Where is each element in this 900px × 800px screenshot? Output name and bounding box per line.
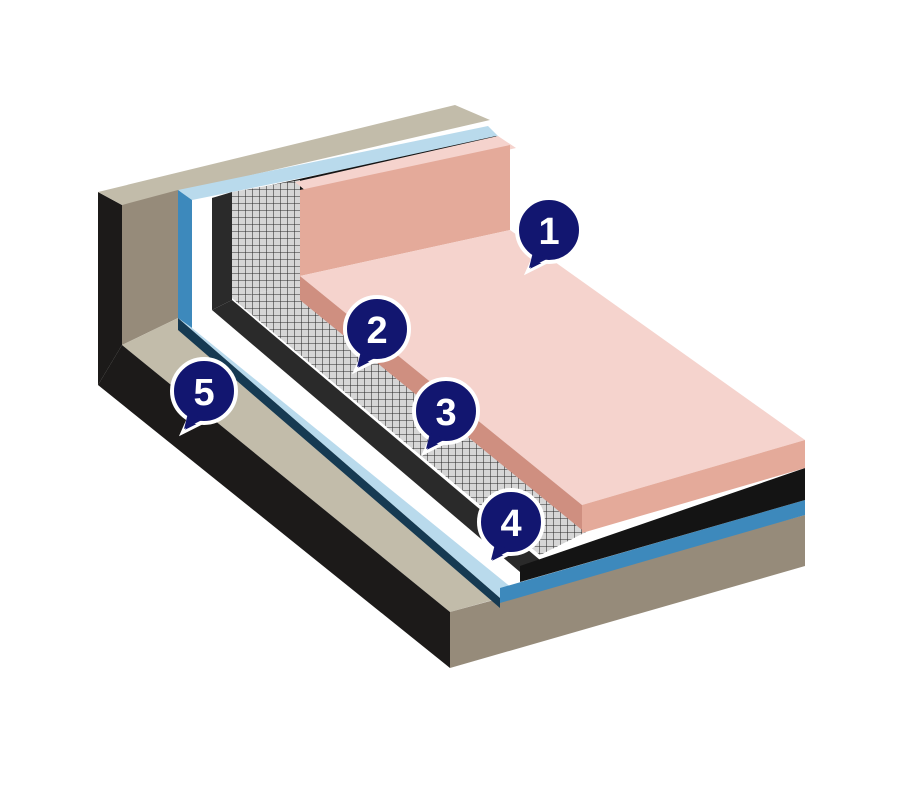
blue-floor-top xyxy=(178,318,512,598)
membrane-front-face xyxy=(520,468,805,582)
substrate-front-face xyxy=(450,515,805,668)
mesh-floor-top xyxy=(232,285,590,555)
blue-wall-face xyxy=(178,190,192,328)
callout-marker-2: 2 xyxy=(343,295,411,375)
membrane-floor-top xyxy=(212,300,540,572)
foam-front-face xyxy=(582,440,805,533)
blue-primer-layer xyxy=(178,126,805,608)
foam-floor-top xyxy=(300,230,805,505)
callout-marker-1: 1 xyxy=(515,196,583,276)
marker-circle xyxy=(477,488,545,556)
marker-number: 1 xyxy=(538,211,559,253)
foam-upstand-face xyxy=(300,145,510,276)
membrane-wall-face xyxy=(212,192,232,310)
callout-marker-5: 5 xyxy=(170,357,238,437)
substrate-wall-face xyxy=(122,190,178,345)
blue-floor-edge xyxy=(178,318,500,608)
marker-number: 4 xyxy=(500,503,521,545)
marker-number: 3 xyxy=(435,392,456,434)
substrate-wall-top xyxy=(98,105,490,205)
reinforcing-mesh xyxy=(232,180,590,555)
marker-circle xyxy=(515,196,583,264)
substrate-wall-dark-face xyxy=(98,192,122,385)
blue-front-face xyxy=(500,500,805,603)
marker-circle xyxy=(412,377,480,445)
callout-marker-3: 3 xyxy=(412,377,480,457)
marker-number: 2 xyxy=(366,310,387,352)
blue-wall-top xyxy=(178,126,500,200)
mesh-wall-face xyxy=(232,180,300,298)
marker-circle xyxy=(343,295,411,363)
marker-number: 5 xyxy=(193,372,214,414)
callout-marker-4: 4 xyxy=(477,488,545,568)
marker-circle xyxy=(170,357,238,425)
